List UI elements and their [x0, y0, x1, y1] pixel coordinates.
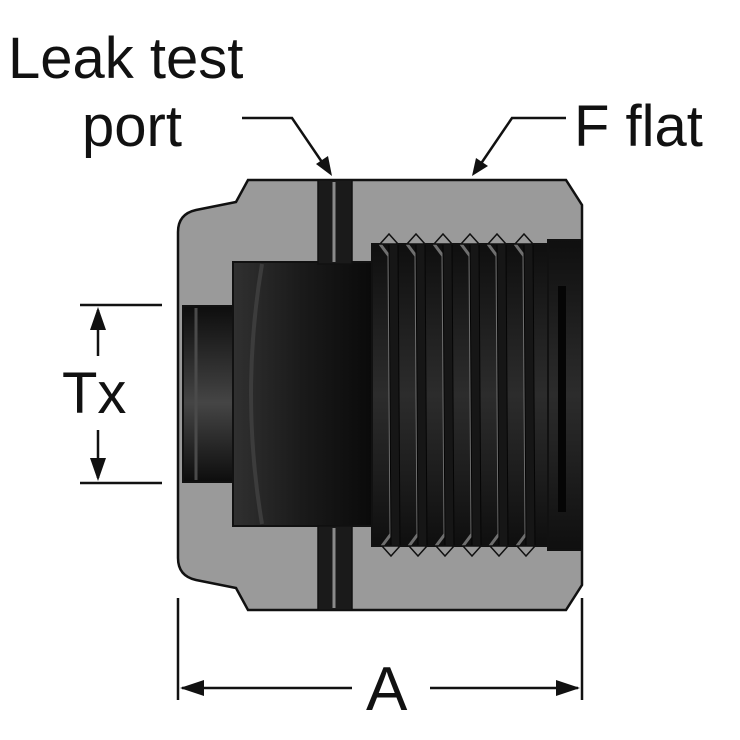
thread-tooth-bottom	[380, 545, 402, 558]
a-arrow-left	[180, 680, 204, 696]
thread-tooth-top	[513, 232, 535, 245]
thread-tooth-top	[459, 232, 481, 245]
thread-tooth-top	[486, 232, 508, 245]
inner-cavity	[232, 261, 373, 527]
leak-test-port-leader	[242, 116, 328, 169]
thread-groove	[415, 243, 428, 547]
tube-bore	[182, 305, 236, 483]
a-label: A	[366, 655, 408, 724]
thread-tooth-bottom	[434, 545, 456, 558]
thread-groove	[523, 243, 536, 547]
thread-tooth-bottom	[488, 545, 510, 558]
leak-test-port-arrowhead	[316, 156, 332, 176]
f-flat-label: F flat	[574, 94, 703, 159]
thread-groove	[442, 243, 455, 547]
f-flat-arrowhead	[472, 158, 488, 176]
thread-ridges	[378, 232, 537, 558]
inner-cavity-curve	[249, 263, 264, 525]
leak-test-port-label-line1: Leak test	[8, 26, 243, 91]
f-flat-leader	[476, 116, 566, 169]
thread-tooth-bottom	[407, 545, 429, 558]
leak-test-port-label-line2: port	[82, 94, 182, 159]
thread-tooth-top	[432, 232, 454, 245]
thread-tooth-bottom	[515, 545, 537, 558]
a-arrow-right	[556, 680, 580, 696]
thread-tooth-top	[405, 232, 427, 245]
thread-tooth-bottom	[461, 545, 483, 558]
tx-label: Tx	[62, 361, 126, 426]
thread-section	[371, 243, 549, 547]
thread-groove	[496, 243, 509, 547]
thread-tooth-top	[378, 232, 400, 245]
thread-groove	[388, 243, 401, 547]
tx-arrow-up	[90, 307, 106, 330]
tx-arrow-down	[90, 458, 106, 481]
thread-groove	[469, 243, 482, 547]
